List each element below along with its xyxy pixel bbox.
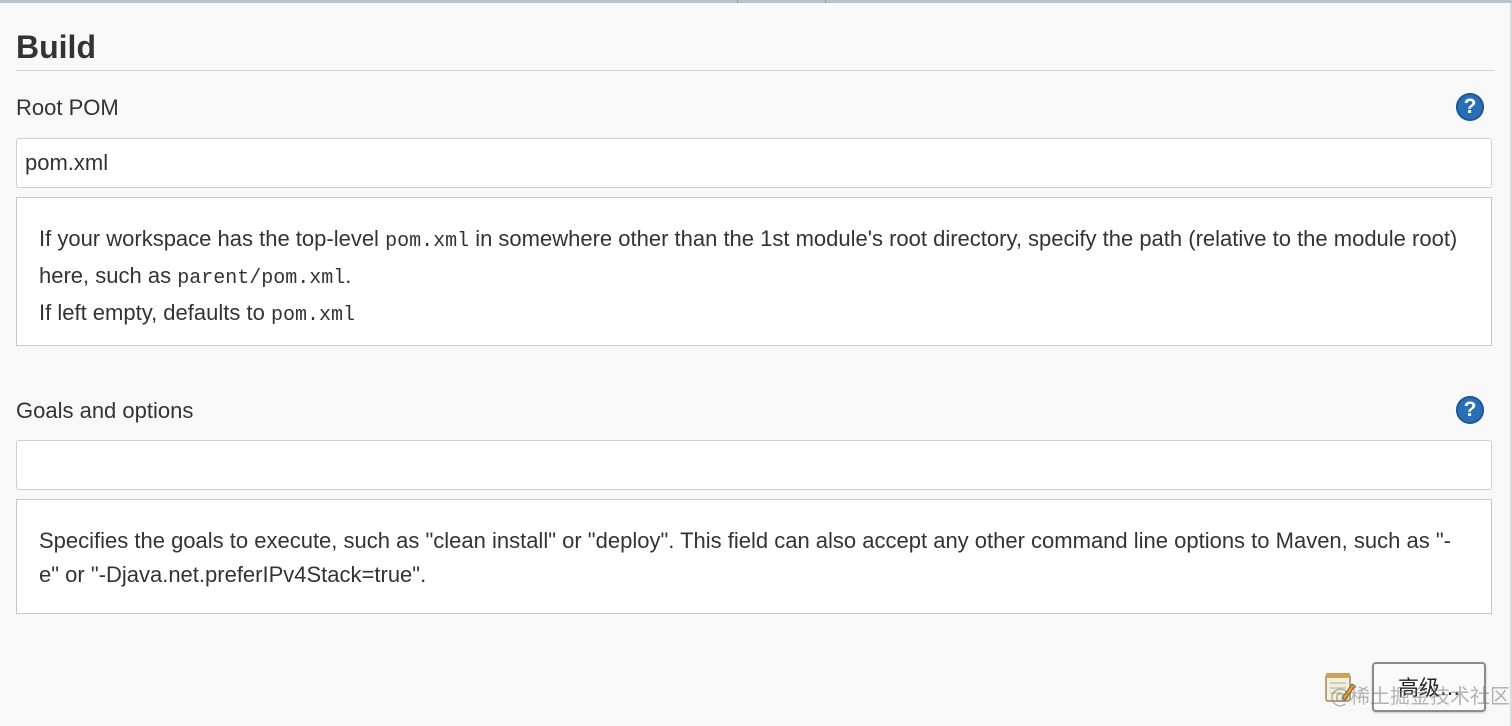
section-title: Build — [16, 14, 1494, 71]
goals-help-icon[interactable]: ? — [1456, 396, 1484, 424]
tab-divider — [737, 0, 738, 3]
root-pom-help-box: If your workspace has the top-level pom.… — [16, 197, 1492, 346]
goals-help-text: Specifies the goals to execute, such as … — [39, 528, 1451, 587]
notepad-icon — [1325, 673, 1356, 702]
help-code: pom.xml — [385, 230, 470, 253]
help-text: If your workspace has the top-level — [39, 226, 386, 251]
scrollbar-track[interactable] — [1510, 3, 1512, 726]
goals-label: Goals and options — [16, 398, 194, 423]
help-text: in somewhere other than the 1st module's… — [39, 226, 1458, 288]
tab-divider — [825, 0, 826, 3]
goals-input[interactable] — [16, 440, 1492, 490]
help-text: . — [345, 263, 352, 288]
root-pom-label: Root POM — [16, 95, 119, 120]
root-pom-help-icon[interactable]: ? — [1456, 93, 1484, 121]
goals-help-box: Specifies the goals to execute, such as … — [16, 499, 1492, 614]
help-text: If left empty, defaults to — [39, 300, 271, 325]
build-section: Build — [16, 14, 1494, 71]
root-pom-input[interactable] — [16, 138, 1492, 188]
top-border — [0, 0, 1512, 3]
help-code: parent/pom.xml — [177, 267, 346, 290]
advanced-button[interactable]: 高级... — [1372, 662, 1486, 712]
help-code: pom.xml — [270, 304, 355, 327]
